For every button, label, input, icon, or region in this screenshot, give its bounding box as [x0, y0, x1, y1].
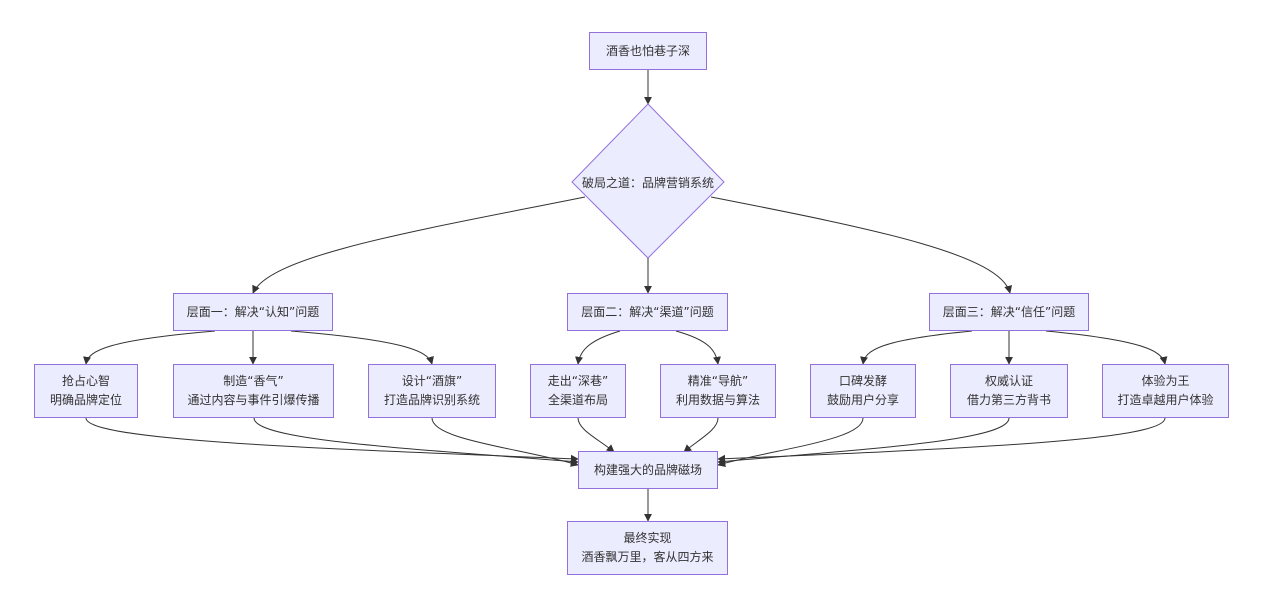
edge-c6-hub [717, 417, 864, 467]
node-c2-line2: 通过内容与事件引爆传播 [187, 393, 320, 407]
node-c3-line1: 设计“酒旗” [401, 374, 463, 388]
node-c6: 口碑发酵 鼓励用户分享 [810, 364, 916, 418]
node-decision-line1: 破局之道：品牌营销系统 [581, 176, 714, 190]
node-c5: 精准“导航” 利用数据与算法 [660, 364, 776, 418]
node-c1: 抢占心智 明确品牌定位 [34, 364, 138, 418]
node-c5-line1: 精准“导航” [687, 374, 749, 388]
node-c4-line2: 全渠道布局 [547, 393, 608, 407]
node-c5-line2: 利用数据与算法 [675, 393, 760, 407]
edge-c5-hub [683, 417, 719, 453]
edge-c8-hub [717, 417, 1166, 463]
edge-c7-hub [717, 417, 1010, 466]
node-final: 最终实现 酒香飘万里，客从四方来 [567, 521, 728, 575]
edge-c4-hub [577, 417, 615, 453]
node-c2: 制造“香气” 通过内容与事件引爆传播 [173, 364, 334, 418]
edge-level2-c5 [675, 330, 721, 365]
node-level3: 层面三：解决“信任”问题 [929, 293, 1089, 331]
edge-level3-c8 [1045, 330, 1168, 365]
node-c7: 权威认证 借力第三方背书 [950, 364, 1068, 418]
node-c1-line1: 抢占心智 [61, 374, 110, 388]
node-decision-label: 破局之道：品牌营销系统 [572, 174, 724, 191]
node-root: 酒香也怕巷子深 [589, 32, 707, 70]
edge-c1-hub [85, 417, 579, 463]
node-c7-line2: 借力第三方背书 [966, 393, 1051, 407]
edge-level1-c3 [290, 330, 434, 365]
node-final-line1: 最终实现 [623, 531, 672, 545]
edge-level2-c4 [575, 330, 621, 365]
edge-level3-c6 [860, 330, 973, 365]
node-hub-line1: 构建强大的品牌磁场 [593, 462, 702, 477]
node-level2-line1: 层面二：解决“渠道”问题 [581, 304, 714, 319]
node-c8: 体验为王 打造卓越用户体验 [1102, 364, 1229, 418]
node-root-line1: 酒香也怕巷子深 [605, 43, 690, 58]
edge-decision-level1 [252, 196, 586, 294]
node-c1-line2: 明确品牌定位 [49, 393, 122, 407]
edge-c2-hub [253, 417, 579, 466]
node-c3-line2: 打造品牌识别系统 [383, 393, 480, 407]
node-c7-line1: 权威认证 [984, 374, 1033, 388]
node-level1: 层面一：解决“认知”问题 [173, 293, 333, 331]
node-c3: 设计“酒旗” 打造品牌识别系统 [368, 364, 496, 418]
node-level3-line1: 层面三：解决“信任”问题 [942, 304, 1076, 319]
node-hub: 构建强大的品牌磁场 [578, 451, 718, 489]
node-c8-line1: 体验为王 [1141, 374, 1190, 388]
edge-c3-hub [431, 417, 579, 467]
node-final-line2: 酒香飘万里，客从四方来 [581, 550, 714, 564]
node-level1-line1: 层面一：解决“认知”问题 [186, 304, 320, 319]
node-c2-line1: 制造“香气” [223, 374, 284, 388]
node-c4: 走出“深巷” 全渠道布局 [530, 364, 626, 418]
node-c6-line1: 口碑发酵 [838, 374, 887, 388]
edge-level1-c1 [83, 330, 216, 365]
node-c4-line1: 走出“深巷” [547, 374, 609, 388]
node-level2: 层面二：解决“渠道”问题 [567, 293, 728, 331]
node-c8-line2: 打造卓越用户体验 [1117, 393, 1214, 407]
node-c6-line2: 鼓励用户分享 [826, 393, 899, 407]
edge-decision-level3 [710, 196, 1013, 294]
